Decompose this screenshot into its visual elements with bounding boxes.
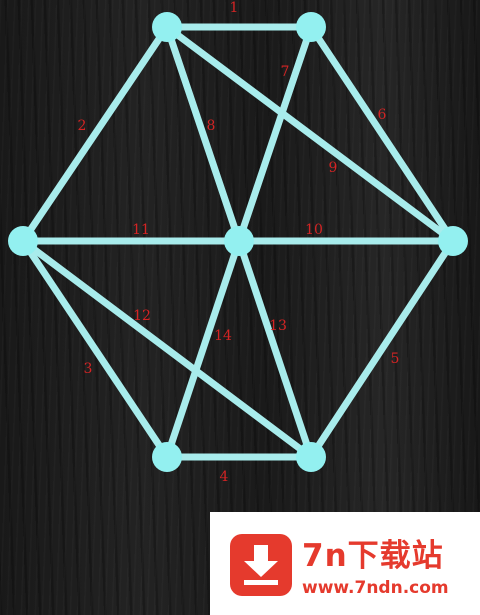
watermark-url: www.7ndn.com — [302, 578, 449, 598]
edge-label-14: 14 — [214, 328, 232, 344]
edge-label-5: 5 — [391, 351, 400, 367]
edges-layer — [19, 23, 457, 461]
nodes-layer — [8, 12, 468, 472]
edge-label-8: 8 — [207, 118, 216, 134]
edge-8[interactable] — [163, 23, 243, 245]
edge-label-11: 11 — [132, 222, 150, 238]
site-watermark: 7n下载站 www.7ndn.com — [210, 512, 480, 615]
node-right[interactable] — [438, 226, 468, 256]
edge-6[interactable] — [307, 23, 457, 245]
edge-label-3: 3 — [84, 361, 93, 377]
node-center[interactable] — [224, 226, 254, 256]
edge-12[interactable] — [19, 237, 315, 461]
edge-2[interactable] — [19, 23, 171, 245]
edge-label-10: 10 — [305, 222, 323, 238]
edge-label-4: 4 — [220, 469, 229, 485]
node-bottom-left[interactable] — [152, 442, 182, 472]
edge-label-13: 13 — [269, 318, 287, 334]
edge-label-6: 6 — [378, 107, 387, 123]
node-left[interactable] — [8, 226, 38, 256]
edge-label-12: 12 — [133, 308, 151, 324]
node-top-right[interactable] — [296, 12, 326, 42]
download-arrow-icon — [230, 534, 292, 596]
watermark-name: 7n下载站 — [302, 538, 444, 574]
node-bottom-right[interactable] — [296, 442, 326, 472]
edge-9[interactable] — [163, 23, 457, 245]
edge-7[interactable] — [235, 23, 315, 245]
edge-3[interactable] — [19, 237, 171, 461]
edge-label-1: 1 — [230, 0, 239, 16]
edge-14[interactable] — [163, 237, 243, 461]
edge-13[interactable] — [235, 237, 315, 461]
edge-label-9: 9 — [329, 160, 338, 176]
edge-label-2: 2 — [78, 118, 87, 134]
edge-label-7: 7 — [281, 64, 290, 80]
edge-5[interactable] — [307, 237, 457, 461]
node-top-left[interactable] — [152, 12, 182, 42]
